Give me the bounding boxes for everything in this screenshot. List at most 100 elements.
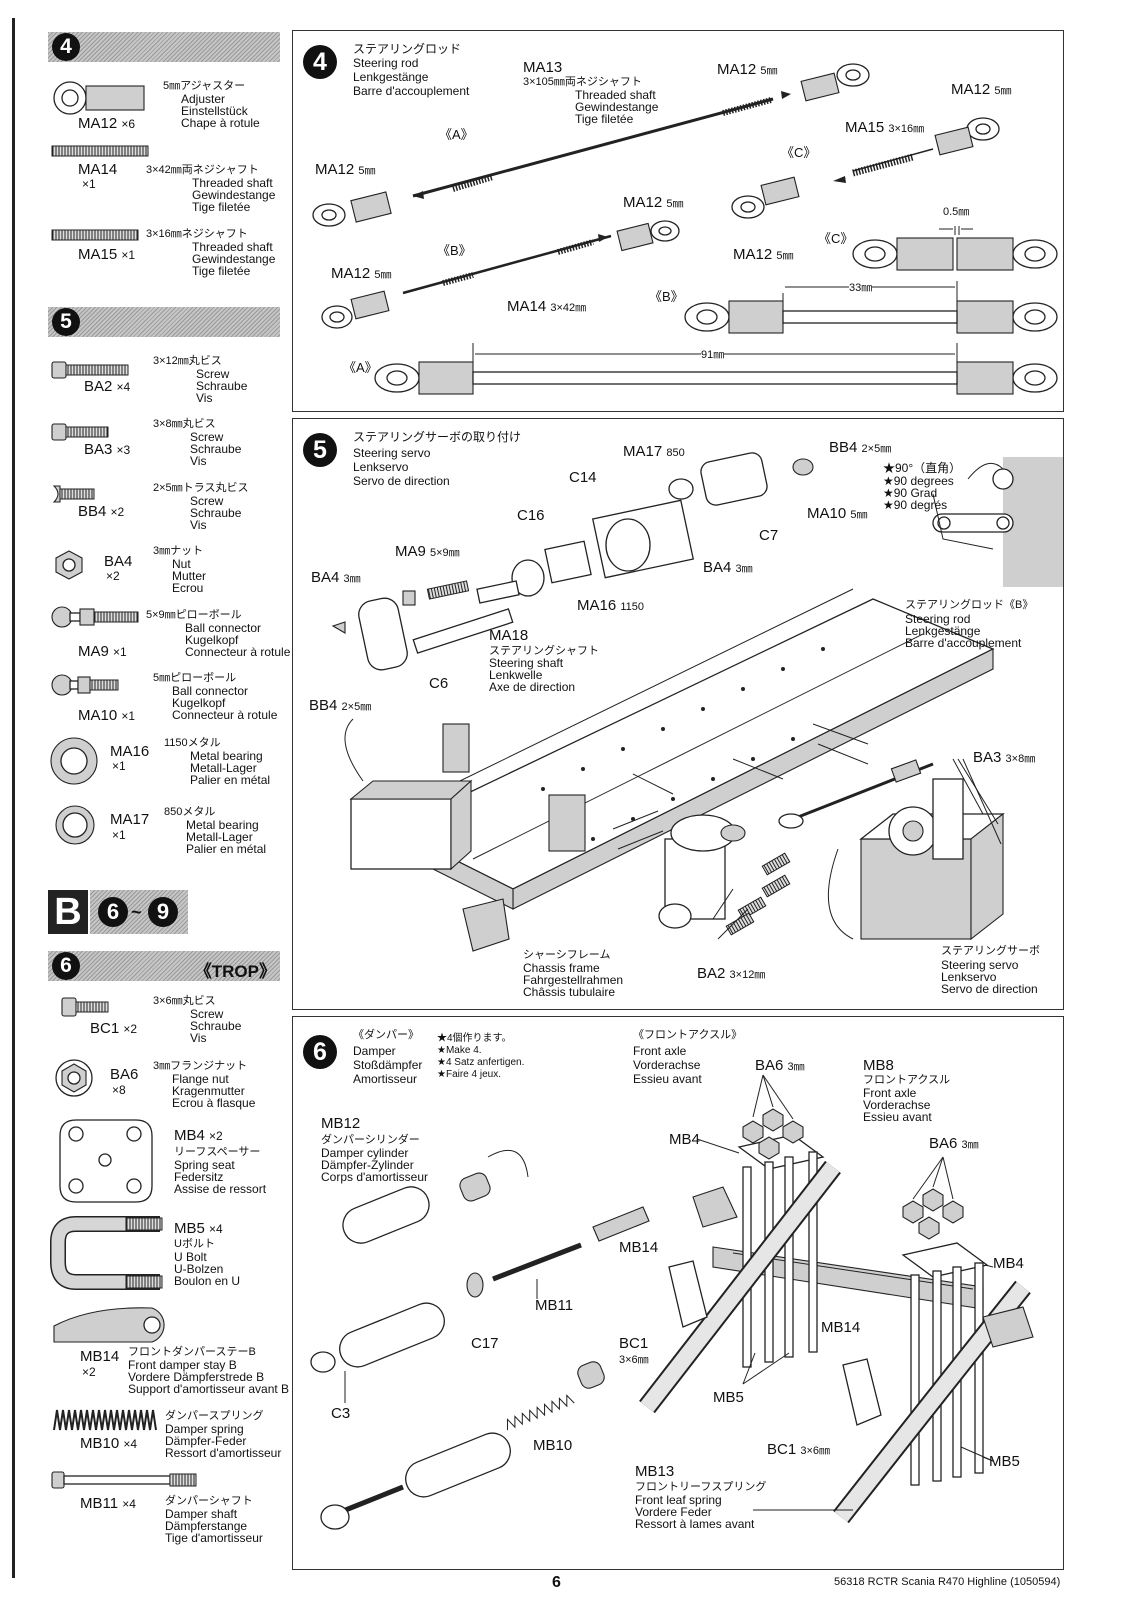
- damper-jp: 《ダンパー》: [353, 1029, 419, 1041]
- mb13-jp: フロントリーフスプリング: [635, 1481, 767, 1493]
- frame-de: Fahrgestellrahmen: [523, 973, 624, 987]
- rodb-de: Lenkgestänge: [905, 624, 981, 638]
- part-code: MA14: [78, 161, 118, 178]
- bc1-label: BC1 3×6㎜: [767, 1441, 831, 1458]
- part-jp: 3×8㎜丸ビス: [153, 418, 216, 430]
- title-jp: ステアリングロッド: [353, 42, 462, 56]
- mb12-en: Damper cylinder: [321, 1146, 409, 1160]
- c7-label: C7: [759, 527, 779, 544]
- part-jp: 850メタル: [164, 806, 216, 818]
- part-code: MA10 ×1: [78, 707, 136, 724]
- frame-fr: Châssis tubulaire: [523, 985, 616, 999]
- bc1-label: BC1: [619, 1335, 649, 1352]
- mb8-jp: フロントアクスル: [863, 1074, 951, 1086]
- step4-drawing: [312, 63, 1058, 395]
- degree-note: ★90 degrees: [883, 474, 954, 488]
- ma12-label: MA12 5㎜: [951, 81, 1012, 98]
- degree-note: ★90°（直角）: [883, 461, 962, 475]
- part-fr: Vis: [190, 454, 207, 468]
- shaft-en: Steering shaft: [489, 656, 564, 670]
- ma12-label: MA12 5㎜: [733, 246, 794, 263]
- step4-parts-header: 4: [48, 32, 280, 62]
- metal-bearing-icon: [55, 805, 95, 845]
- ba4-label: BA4 3㎜: [311, 569, 361, 586]
- ma12-label: MA12 5㎜: [315, 161, 376, 178]
- dimension-33: 33㎜: [849, 282, 873, 294]
- frame-jp: シャーシフレーム: [523, 949, 611, 961]
- shaft-fr: Axe de direction: [489, 680, 576, 694]
- variant-a-label: 《A》: [343, 360, 378, 375]
- step4-panel: 4 ステアリングロッド Steering rod Lenkgestänge Ba…: [292, 30, 1064, 412]
- trop-label: 《TROP》: [194, 962, 276, 981]
- mb14-label: MB14: [821, 1319, 861, 1336]
- flange-nut-icon: [55, 1059, 93, 1097]
- part-de: Metall-Lager: [186, 830, 253, 844]
- part-code: BA3 ×3: [84, 441, 131, 458]
- adjuster-drawing: [53, 81, 145, 115]
- part-en: Screw: [190, 494, 224, 508]
- part-fr: Chape à rotule: [181, 116, 260, 130]
- mb8-code: MB8: [863, 1057, 894, 1074]
- rodb-jp: ステアリングロッド《B》: [905, 599, 1034, 611]
- part-code: MA9 ×1: [78, 643, 127, 660]
- title-fr: Barre d'accouplement: [353, 84, 470, 98]
- title-de: Lenkgestänge: [353, 70, 429, 84]
- part-en: Flange nut: [172, 1072, 229, 1086]
- variant-c-label: 《C》: [818, 231, 854, 246]
- binding-edge: [12, 18, 15, 1578]
- shaft-de: Lenkwelle: [489, 668, 543, 682]
- bag-indicator: B 6 ~ 9: [48, 890, 188, 934]
- part-fr: Support d'amortisseur avant B: [128, 1382, 290, 1396]
- part-qty: ×1: [82, 177, 96, 191]
- bag-to: 9: [148, 897, 178, 927]
- part-en: Metal bearing: [190, 749, 263, 763]
- damper-fr: Amortisseur: [353, 1072, 418, 1086]
- metal-bearing-icon: [50, 737, 98, 785]
- c17-label: C17: [471, 1335, 499, 1352]
- part-de: Schraube: [190, 442, 242, 456]
- screw-icon: [61, 997, 109, 1017]
- part-de: Schraube: [196, 379, 248, 393]
- ma13-dim: 3×105㎜両ネジシャフト: [523, 76, 642, 88]
- part-jp: リーフスペーサー: [174, 1146, 261, 1158]
- part-code: MB5 ×4: [174, 1220, 223, 1237]
- part-fr: Vis: [190, 1031, 207, 1045]
- servo-de: Lenkservo: [941, 970, 997, 984]
- mb8-de: Vorderachse: [863, 1098, 931, 1112]
- variant-b-label: 《B》: [437, 243, 472, 258]
- part-code: MB4 ×2: [174, 1127, 223, 1144]
- mb12-fr: Corps d'amortisseur: [321, 1170, 428, 1184]
- part-code: MA17: [110, 811, 150, 828]
- variant-c-label: 《C》: [781, 145, 817, 160]
- screw-icon: [51, 361, 129, 379]
- c3-label: C3: [331, 1405, 351, 1422]
- part-jp: ダンパースプリング: [165, 1410, 264, 1422]
- part-en: Threaded shaft: [192, 240, 273, 254]
- page-reference: 56318 RCTR Scania R470 Highline (1050594…: [834, 1576, 1061, 1588]
- part-jp: 5㎜アジャスター: [163, 80, 246, 92]
- truss-screw-icon: [52, 485, 95, 503]
- ball-connector-icon: [51, 674, 119, 696]
- part-fr: Assise de ressort: [174, 1182, 267, 1196]
- axle-title-jp: 《フロントアクスル》: [633, 1029, 743, 1041]
- title-jp: ステアリングサーボの取り付け: [353, 430, 522, 444]
- mb13-de: Vordere Feder: [635, 1505, 712, 1519]
- ma12-label: MA12 5㎜: [331, 265, 392, 282]
- step-number: 6: [303, 1035, 337, 1069]
- variant-b-label: 《B》: [649, 289, 684, 304]
- bb4-label: BB4 2×5㎜: [309, 697, 372, 714]
- make-note: ★4 Satz anfertigen.: [437, 1057, 525, 1068]
- part-qty: ×2: [106, 569, 120, 583]
- ma13-code: MA13: [523, 59, 563, 76]
- ma12-label: MA12 5㎜: [717, 61, 778, 78]
- part-en: Spring seat: [174, 1158, 235, 1172]
- part-fr: Vis: [190, 518, 207, 532]
- damper-shaft-drawing: [51, 1471, 197, 1489]
- part-de: Gewindestange: [192, 252, 276, 266]
- damper-en: Damper: [353, 1044, 396, 1058]
- damper-stay-drawing: [53, 1307, 165, 1343]
- part-jp: 3×42㎜両ネジシャフト: [146, 164, 259, 176]
- part-fr: Ecrou: [172, 581, 204, 595]
- step5-panel: 5 ステアリングサーボの取り付け Steering servo Lenkserv…: [292, 418, 1064, 1010]
- bag-from: 6: [98, 897, 128, 927]
